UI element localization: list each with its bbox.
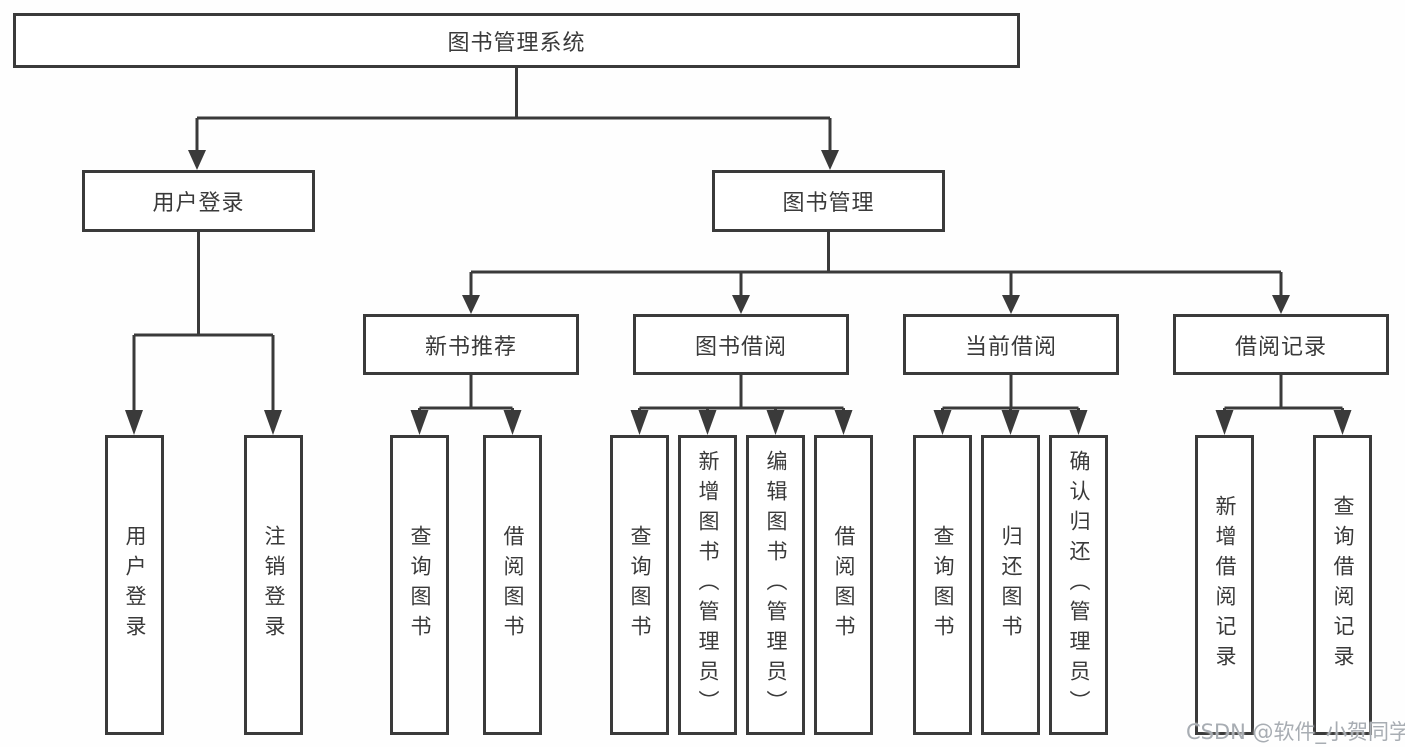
leaf-borrow-books-borrow-label: 借阅图书 — [832, 525, 856, 645]
leaf-add-borrow-record: 新增借阅记录 — [1195, 435, 1254, 735]
leaf-borrow-books-recommend-label: 借阅图书 — [501, 525, 525, 645]
node-library-system-label: 图书管理系统 — [447, 30, 586, 56]
node-book-management: 图书管理 — [712, 170, 945, 232]
leaf-query-books-borrow-label: 查询图书 — [628, 525, 652, 645]
leaf-edit-book-admin: 编辑图书（管理员） — [746, 435, 805, 735]
connector-book-management — [469, 232, 1283, 297]
leaf-query-books-borrow: 查询图书 — [610, 435, 669, 735]
node-book-borrow: 图书借阅 — [633, 314, 849, 375]
leaf-return-book: 归还图书 — [981, 435, 1040, 735]
leaf-query-books-current-label: 查询图书 — [931, 525, 955, 645]
leaf-return-book-label: 归还图书 — [999, 525, 1023, 645]
connector-current — [941, 375, 1080, 412]
node-user-login-label: 用户登录 — [152, 191, 245, 216]
connector-user-login — [132, 232, 275, 412]
leaf-query-books-current: 查询图书 — [913, 435, 972, 735]
connector-records — [1223, 375, 1344, 412]
connector-borrow-arrowheads — [630, 410, 853, 435]
connector-book-management-arrowheads — [462, 295, 1290, 314]
connector-root — [195, 68, 832, 151]
leaf-edit-book-admin-label: 编辑图书（管理员） — [764, 450, 788, 720]
leaf-user-login-label: 用户登录 — [123, 525, 147, 645]
leaf-confirm-return-admin-label: 确认归还（管理员） — [1067, 450, 1091, 720]
connector-root-arrowheads — [188, 150, 839, 170]
connector-current-arrowheads — [933, 410, 1088, 435]
node-new-book-recommend: 新书推荐 — [363, 314, 579, 375]
leaf-add-book-admin: 新增图书（管理员） — [678, 435, 737, 735]
node-new-book-recommend-label: 新书推荐 — [424, 334, 517, 360]
csdn-watermark: CSDN @软件_小贺同学 — [1186, 720, 1405, 744]
leaf-query-books-recommend: 查询图书 — [390, 435, 449, 735]
leaf-add-book-admin-label: 新增图书（管理员） — [696, 450, 720, 720]
leaf-borrow-books-borrow: 借阅图书 — [814, 435, 873, 735]
node-borrow-records: 借阅记录 — [1173, 314, 1389, 375]
connector-user-login-arrowheads — [125, 410, 282, 435]
leaf-add-borrow-record-label: 新增借阅记录 — [1213, 495, 1237, 675]
node-user-login: 用户登录 — [82, 170, 315, 232]
leaf-logout: 注销登录 — [244, 435, 303, 735]
node-current-borrow-label: 当前借阅 — [964, 334, 1057, 360]
leaf-query-borrow-record-label: 查询借阅记录 — [1331, 495, 1355, 675]
leaf-logout-label: 注销登录 — [262, 525, 286, 645]
leaf-borrow-books-recommend: 借阅图书 — [483, 435, 542, 735]
connector-borrow — [638, 375, 845, 412]
leaf-query-books-recommend-label: 查询图书 — [408, 525, 432, 645]
leaf-user-login: 用户登录 — [105, 435, 164, 735]
connector-records-arrowheads — [1215, 410, 1352, 435]
node-borrow-records-label: 借阅记录 — [1234, 334, 1327, 360]
node-book-borrow-label: 图书借阅 — [694, 334, 787, 360]
connector-recommend-arrowheads — [410, 410, 522, 435]
node-current-borrow: 当前借阅 — [903, 314, 1119, 375]
node-book-management-label: 图书管理 — [782, 191, 875, 216]
connector-recommend — [418, 375, 514, 412]
leaf-query-borrow-record: 查询借阅记录 — [1313, 435, 1372, 735]
leaf-confirm-return-admin: 确认归还（管理员） — [1049, 435, 1108, 735]
node-library-system: 图书管理系统 — [13, 13, 1020, 68]
